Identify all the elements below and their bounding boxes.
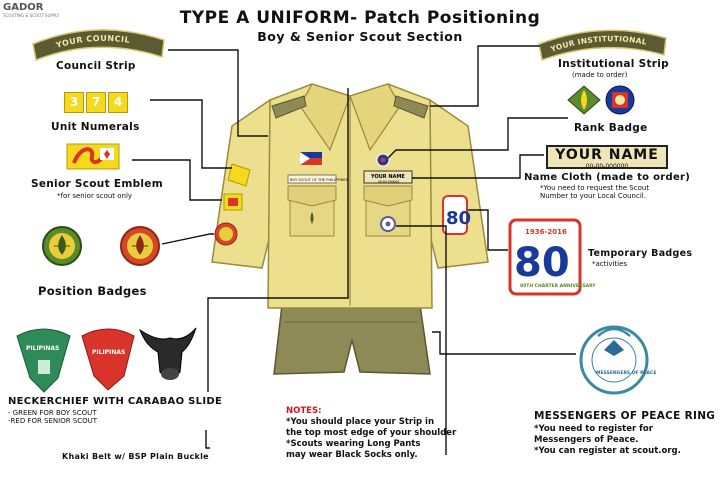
pocket-strip-text: BOY SCOUT OF THE PHILIPPINES [290, 178, 349, 182]
svg-text:80: 80 [514, 240, 570, 286]
council-strip-patch: YOUR COUNCIL [32, 29, 165, 62]
position-badge-troop-leader [42, 226, 82, 266]
neckerchief-red-note: -RED FOR SENIOR SCOUT [8, 417, 98, 425]
notes-line-1: *You should place your Strip in [286, 417, 435, 427]
name-cloth-note-1: *You need to request the Scout [540, 184, 650, 192]
institutional-strip-label: Institutional Strip [558, 58, 669, 70]
page-title: TYPE A UNIFORM- Patch Positioning [179, 8, 541, 28]
neckerchief-green-text: PILIPINAS [26, 345, 59, 352]
belt-label: Khaki Belt w/ BSP Plain Buckle [62, 452, 209, 461]
peace-ring-text: MESSENGERS OF PEACE [596, 370, 656, 376]
council-strip-label: Council Strip [56, 60, 136, 72]
name-cloth-note-2: Number to your Local Council. [540, 192, 646, 200]
neckerchief-green-note: - GREEN FOR BOY SCOUT [8, 409, 97, 417]
notes-line-3: *Scouts wearing Long Pants [286, 439, 421, 449]
senior-emblem-label: Senior Scout Emblem [31, 178, 163, 190]
peace-note-1: *You need to register for [534, 424, 653, 434]
watermark-subtext: SCOUTING & SCOUT SUPPLY [3, 13, 60, 18]
watermark-logo: GADOR [3, 2, 44, 13]
svg-text:80: 80 [446, 208, 471, 229]
peace-note-2: Messengers of Peace. [534, 435, 639, 445]
unit-numerals-label: Unit Numerals [51, 121, 140, 133]
unit-numeral-2: 7 [86, 92, 106, 113]
senior-emblem-note: *for senior scout only [57, 192, 133, 200]
neckerchief-green: PILIPINAS [16, 328, 71, 393]
name-cloth-sample: YOUR NAME [546, 145, 668, 169]
rank-badge-label: Rank Badge [574, 122, 648, 134]
peace-note-3: *You can register at scout.org. [534, 446, 681, 456]
position-badge-senior-crew-leader [120, 226, 160, 266]
peace-ring-label: MESSENGERS OF PEACE RING [534, 410, 716, 422]
carabao-slide [138, 327, 197, 380]
anniv-years: 1936-2016 [525, 228, 567, 236]
neckerchief-red: PILIPINAS [81, 328, 135, 391]
page-subtitle: Boy & Senior Scout Section [257, 29, 463, 44]
pocket-name-text: YOUR NAME [370, 174, 405, 180]
temporary-badges-note: *activities [592, 260, 628, 268]
unit-numeral-3: 4 [108, 92, 128, 113]
name-cloth-label: Name Cloth (made to order) [524, 172, 691, 183]
institutional-strip-patch: YOUR INSTITUTIONAL [538, 29, 667, 62]
leader-lines [132, 45, 576, 455]
notes-line-2: the top most edge of your shoulder [286, 428, 457, 438]
position-badges-label: Position Badges [38, 284, 147, 298]
rank-badge-images [567, 85, 635, 115]
pocket-name-num: 00-00-000000 [378, 180, 399, 184]
institutional-made-to-order: (made to order) [572, 71, 628, 79]
neckerchief-label: NECKERCHIEF WITH CARABAO SLIDE [8, 396, 223, 407]
name-cloth-number: 00-00-000000 [585, 163, 629, 170]
neckerchief-red-text: PILIPINAS [92, 349, 125, 356]
notes-line-4: may wear Black Socks only. [286, 450, 418, 460]
temporary-badge-image: 1936-2016 80 80TH CHARTER ANNIVERSARY [508, 218, 596, 296]
unit-numeral-1: 3 [64, 92, 84, 113]
peace-ring-image: MESSENGERS OF PEACE [579, 325, 656, 395]
notes-title: NOTES: [286, 406, 322, 416]
anniv-text: 80TH CHARTER ANNIVERSARY [520, 283, 596, 289]
senior-scout-emblem-patch [66, 143, 120, 170]
temporary-badges-label: Temporary Badges [588, 248, 693, 259]
